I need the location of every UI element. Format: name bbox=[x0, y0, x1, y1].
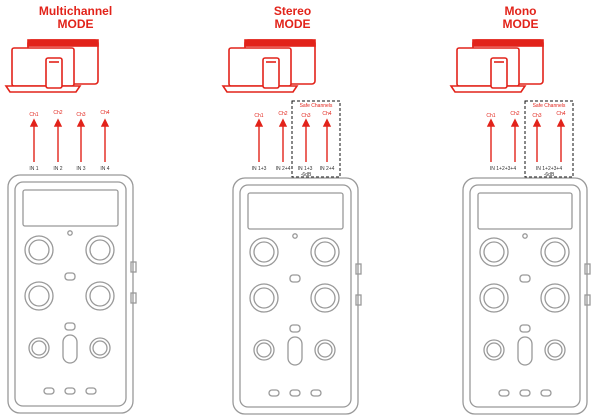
safe-channels-box bbox=[291, 100, 341, 178]
mode-graphic bbox=[221, 39, 362, 415]
recorder-device-icon bbox=[232, 177, 362, 415]
mode-title-mode: MODE bbox=[57, 17, 94, 31]
input-label: IN 2 bbox=[53, 166, 63, 172]
channel-label: Ch3 bbox=[76, 112, 86, 118]
mode-title-mode: MODE bbox=[502, 17, 539, 31]
channel-arrows bbox=[486, 118, 566, 162]
channel-arrows bbox=[29, 118, 110, 162]
attenuation-label: -6dB bbox=[543, 172, 555, 178]
mode-title: Mono MODE bbox=[433, 5, 607, 31]
mode-panel-mono: Mono MODE bbox=[433, 0, 607, 420]
devices-icon bbox=[449, 39, 544, 93]
input-label: IN 3 bbox=[76, 166, 86, 172]
channel-label: Ch2 bbox=[510, 111, 520, 117]
safe-channels-label: Safe Channels bbox=[532, 103, 566, 109]
mode-title: Stereo MODE bbox=[205, 5, 380, 31]
recorder-device-icon bbox=[462, 177, 591, 415]
input-label: IN 1 bbox=[29, 166, 39, 172]
input-label: IN 1+3 bbox=[251, 166, 267, 172]
input-label: IN 1+3 bbox=[297, 166, 313, 172]
channel-label: Ch2 bbox=[53, 110, 63, 116]
channel-label: Ch4 bbox=[100, 110, 110, 116]
channel-label: Ch4 bbox=[556, 111, 566, 117]
mode-title-name: Mono bbox=[504, 4, 537, 18]
input-label: IN 2+4 bbox=[275, 166, 291, 172]
input-label: IN 1+2+3+4 bbox=[489, 166, 517, 172]
input-label: IN 1+2+3+4 bbox=[535, 166, 563, 172]
recorder-device-icon bbox=[7, 174, 137, 414]
channel-label: Ch1 bbox=[254, 113, 264, 119]
channel-label: Ch3 bbox=[532, 113, 542, 119]
attenuation-label: -6dB bbox=[300, 172, 312, 178]
mode-title: Multichannel MODE bbox=[0, 5, 163, 31]
mode-graphic bbox=[449, 39, 591, 415]
channel-label: Ch3 bbox=[301, 113, 311, 119]
devices-icon bbox=[4, 39, 99, 93]
input-label: IN 4 bbox=[100, 166, 110, 172]
mode-panel-multichannel: Multichannel MODE bbox=[0, 0, 163, 420]
channel-label: Ch4 bbox=[322, 111, 332, 117]
safe-channels-label: Safe Channels bbox=[299, 103, 333, 109]
mode-title-name: Multichannel bbox=[38, 4, 113, 18]
input-label: IN 2+4 bbox=[319, 166, 335, 172]
mode-title-mode: MODE bbox=[274, 17, 311, 31]
mode-title-name: Stereo bbox=[273, 4, 312, 18]
channel-label: Ch2 bbox=[278, 111, 288, 117]
mode-panel-stereo: Stereo MODE bbox=[205, 0, 380, 420]
devices-icon bbox=[221, 39, 316, 93]
channel-label: Ch1 bbox=[486, 113, 496, 119]
safe-channels-box bbox=[524, 100, 574, 178]
channel-label: Ch1 bbox=[29, 112, 39, 118]
mode-graphic bbox=[4, 39, 137, 414]
channel-arrows bbox=[254, 118, 332, 162]
